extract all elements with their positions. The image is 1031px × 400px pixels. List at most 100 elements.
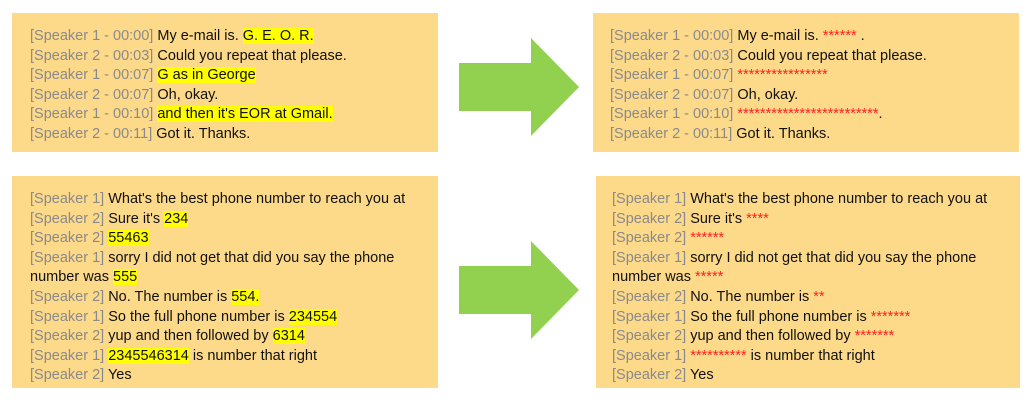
transcript-line: [Speaker 2] Sure it's **** xyxy=(612,210,1020,230)
speaker-label: [Speaker 1 - 00:00] xyxy=(610,28,738,44)
transcript-line: [Speaker 1] sorry I did not get that did… xyxy=(30,249,415,288)
transcript-line: [Speaker 2] yup and then followed by ***… xyxy=(612,327,1020,347)
speaker-label: [Speaker 1 - 00:07] xyxy=(30,67,158,84)
transcript-line: [Speaker 2 - 00:03] Could you repeat tha… xyxy=(610,47,1019,67)
transcript-line: [Speaker 1] What's the best phone number… xyxy=(30,190,438,210)
utterance-text: sorry I did not get that did you say the… xyxy=(30,249,395,286)
highlighted-pii: 55463 xyxy=(108,230,149,247)
speaker-label: [Speaker 2] xyxy=(30,210,109,227)
speaker-label: [Speaker 1] xyxy=(612,347,691,364)
utterance-text: is number that right xyxy=(746,347,875,364)
speaker-label: [Speaker 1] xyxy=(30,191,109,207)
utterance-text: No. The number is xyxy=(108,288,232,305)
redacted-pii: ************************* xyxy=(737,106,879,123)
utterance-text: . xyxy=(878,106,883,123)
utterance-text: Sure it's xyxy=(108,210,165,227)
speaker-label: [Speaker 1] xyxy=(30,347,109,364)
speaker-label: [Speaker 1 - 00:10] xyxy=(30,106,158,123)
speaker-label: [Speaker 1] xyxy=(612,249,691,266)
speaker-label: [Speaker 2 - 00:07] xyxy=(610,86,738,103)
speaker-label: [Speaker 1] xyxy=(30,249,109,266)
speaker-label: [Speaker 2] xyxy=(612,288,691,305)
transcript-line: [Speaker 1] So the full phone number is … xyxy=(612,308,1020,328)
speaker-label: [Speaker 2] xyxy=(612,328,691,345)
transcript-line: [Speaker 2 - 00:03] Could you repeat tha… xyxy=(30,47,438,67)
transcript-line: [Speaker 2 - 00:07] Oh, okay. xyxy=(30,86,438,106)
speaker-label: [Speaker 2] xyxy=(612,367,690,384)
transcript-line: [Speaker 2 - 00:11] Got it. Thanks. xyxy=(610,125,1019,145)
highlighted-pii: 555 xyxy=(113,269,138,286)
utterance-text: Oh, okay. xyxy=(737,86,799,103)
utterance-text: What's the best phone number to reach yo… xyxy=(108,191,406,207)
utterance-text: yup and then followed by xyxy=(108,328,273,345)
utterance-text: So the full phone number is xyxy=(690,308,871,325)
speaker-label: [Speaker 2 - 00:03] xyxy=(610,47,738,64)
transcript-line: [Speaker 2] 55463 xyxy=(30,229,438,249)
highlighted-pii: and then it's EOR at Gmail. xyxy=(157,106,333,123)
speaker-label: [Speaker 2] xyxy=(30,367,108,384)
speaker-label: [Speaker 1 - 00:00] xyxy=(30,28,158,44)
redacted-pii: ********** xyxy=(690,347,747,364)
transcript-line: [Speaker 1 - 00:07] **************** xyxy=(610,66,1019,86)
speaker-label: [Speaker 2 - 00:03] xyxy=(30,47,158,64)
speaker-label: [Speaker 2 - 00:11] xyxy=(610,125,737,142)
redacted-pii: ****** xyxy=(822,28,857,44)
highlighted-pii: 554. xyxy=(231,288,260,305)
transcript-line: [Speaker 1] sorry I did not get that did… xyxy=(612,249,997,288)
right-arrow-icon xyxy=(459,241,579,339)
utterance-text: My e-mail is. xyxy=(157,28,243,44)
highlighted-pii: G as in George xyxy=(157,67,256,84)
highlighted-pii: G. E. O. R. xyxy=(242,28,314,44)
transcript-line: [Speaker 1] What's the best phone number… xyxy=(612,190,1020,210)
utterance-text: Sure it's xyxy=(690,210,747,227)
speaker-label: [Speaker 1 - 00:10] xyxy=(610,106,738,123)
transcript-line: [Speaker 1 - 00:10] and then it's EOR at… xyxy=(30,105,438,125)
transcript-line: [Speaker 2 - 00:11] Got it. Thanks. xyxy=(30,125,438,145)
transcript-line: [Speaker 1 - 00:10] ********************… xyxy=(610,105,1019,125)
redacted-pii: ******* xyxy=(854,328,895,345)
redacted-pii: **************** xyxy=(737,67,828,84)
transcript-line: [Speaker 1 - 00:00] My e-mail is. ******… xyxy=(610,27,1019,47)
utterance-text: yup and then followed by xyxy=(690,328,855,345)
redacted-pii: ** xyxy=(813,288,825,305)
transcript-line: [Speaker 1] So the full phone number is … xyxy=(30,308,438,328)
speaker-label: [Speaker 2] xyxy=(30,230,109,247)
utterance-text: Got it. Thanks. xyxy=(736,125,831,142)
utterance-text: Got it. Thanks. xyxy=(156,125,251,142)
transcript-line: [Speaker 2] yup and then followed by 631… xyxy=(30,327,438,347)
speaker-label: [Speaker 2 - 00:07] xyxy=(30,86,158,103)
utterance-text: Oh, okay. xyxy=(157,86,219,103)
utterance-text: sorry I did not get that did you say the… xyxy=(612,249,977,286)
utterance-text: No. The number is xyxy=(690,288,814,305)
redacted-pii: ***** xyxy=(695,269,724,286)
speaker-label: [Speaker 1] xyxy=(30,308,109,325)
utterance-text: What's the best phone number to reach yo… xyxy=(690,191,988,207)
utterance-text: Could you repeat that please. xyxy=(157,47,347,64)
right-arrow-icon xyxy=(459,38,579,136)
redacted-pii: ****** xyxy=(690,230,725,247)
transcript-line: [Speaker 2] Sure it's 234 xyxy=(30,210,438,230)
transcript-line: [Speaker 2] ****** xyxy=(612,229,1020,249)
utterance-text: Could you repeat that please. xyxy=(737,47,927,64)
redacted-phone-transcript: [Speaker 1] What's the best phone number… xyxy=(596,176,1020,388)
transcript-line: [Speaker 2] No. The number is 554. xyxy=(30,288,438,308)
transcript-line: [Speaker 1] 2345546314 is number that ri… xyxy=(30,347,438,367)
transcript-line: [Speaker 2] No. The number is ** xyxy=(612,288,1020,308)
utterance-text: . xyxy=(856,28,865,44)
redacted-pii: ******* xyxy=(870,308,911,325)
highlighted-pii: 234 xyxy=(164,210,189,227)
utterance-text: Yes xyxy=(107,367,132,384)
transcript-line: [Speaker 1] ********** is number that ri… xyxy=(612,347,1020,367)
highlighted-pii: 2345546314 xyxy=(108,347,189,364)
highlighted-pii: 234554 xyxy=(288,308,338,325)
speaker-label: [Speaker 2] xyxy=(612,210,691,227)
utterance-text: is number that right xyxy=(188,347,317,364)
speaker-label: [Speaker 1] xyxy=(612,191,691,207)
speaker-label: [Speaker 2] xyxy=(30,288,109,305)
speaker-label: [Speaker 2] xyxy=(30,328,109,345)
speaker-label: [Speaker 2 - 00:11] xyxy=(30,125,157,142)
speaker-label: [Speaker 2] xyxy=(612,230,691,247)
redacted-pii: **** xyxy=(746,210,769,227)
transcript-line: [Speaker 2] Yes xyxy=(30,366,438,386)
utterance-text: So the full phone number is xyxy=(108,308,289,325)
